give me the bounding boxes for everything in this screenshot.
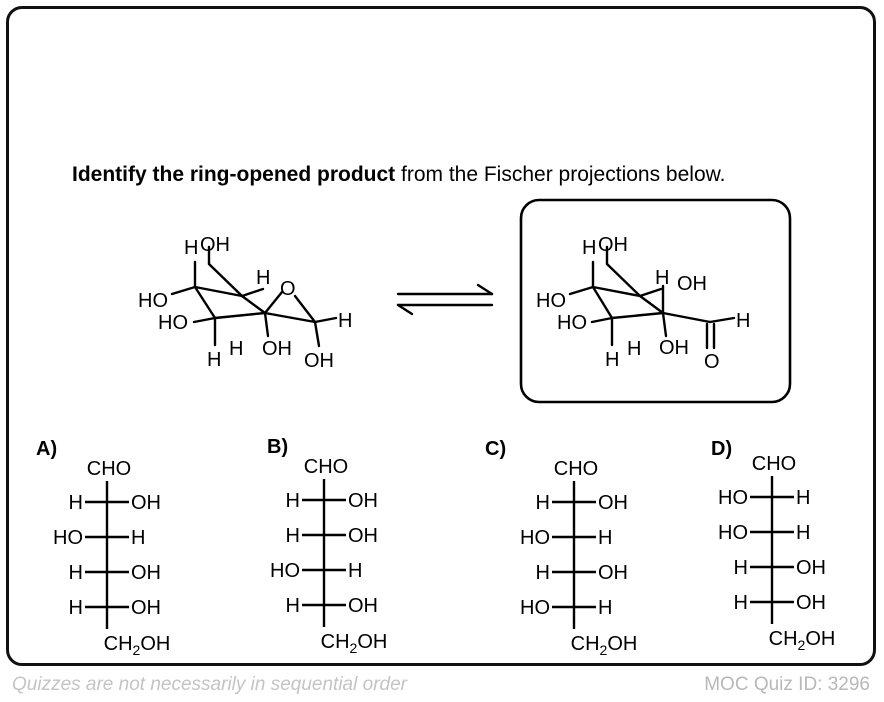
fischer-left-group: H	[286, 595, 300, 617]
question-prompt-rest: from the Fischer projections below.	[395, 163, 726, 186]
ring-label: OH	[200, 234, 230, 256]
ring-labels: H OH HO HO H O H H H OH OH	[138, 234, 352, 372]
fischer-left-group: HO	[718, 522, 748, 544]
fischer-left-group: H	[734, 557, 748, 579]
open-label: OH	[598, 234, 628, 256]
fischer-left-group: HO	[520, 527, 550, 549]
fischer-left-group: H	[69, 562, 83, 584]
quiz-card	[6, 6, 876, 666]
quiz-id: MOC Quiz ID: 3296	[704, 674, 870, 695]
fischer-right-group: OH	[598, 562, 628, 584]
fischer-left-group: H	[69, 492, 83, 514]
fischer-right-group: OH	[131, 492, 161, 514]
fischer-right-group: OH	[598, 492, 628, 514]
fischer-right-group: H	[598, 527, 612, 549]
ring-label: HO	[138, 290, 168, 312]
open-label: HO	[557, 312, 587, 334]
fischer-right-group: OH	[348, 490, 378, 512]
footer-note: Quizzes are not necessarily in sequentia…	[12, 674, 407, 695]
fischer-left-group: HO	[270, 560, 300, 582]
fischer-right-group: OH	[796, 592, 826, 614]
fischer-right-group: OH	[131, 597, 161, 619]
open-label: OH	[677, 273, 707, 295]
question-prompt: Identify the ring-opened product from th…	[72, 163, 725, 187]
open-label: H	[736, 310, 750, 332]
ring-label: HO	[158, 312, 188, 334]
fischer-right-group: H	[598, 597, 612, 619]
fischer-top-group: CHO	[87, 458, 131, 480]
open-label: H	[582, 237, 596, 259]
fischer-right-group: OH	[348, 525, 378, 547]
open-label: O	[704, 351, 720, 373]
fischer-right-group: OH	[796, 557, 826, 579]
fischer-right-group: OH	[131, 562, 161, 584]
highlight-box	[519, 198, 792, 404]
open-labels: H OH HO HO H OH H O H H OH	[536, 234, 750, 373]
fischer-left-group: HO	[520, 597, 550, 619]
open-label: OH	[659, 337, 689, 359]
fischer-right-group: H	[131, 527, 145, 549]
ring-label: H	[184, 237, 198, 259]
fischer-top-group: CHO	[304, 456, 348, 478]
ring-label: OH	[262, 338, 292, 360]
fischer-left-group: H	[286, 525, 300, 547]
fischer-bottom-group: CH2OH	[769, 628, 836, 653]
open-structure	[568, 245, 736, 350]
fischer-left-group: H	[286, 490, 300, 512]
fischer-bottom-group: CH2OH	[104, 633, 171, 658]
fischer-left-group: H	[536, 492, 550, 514]
ring-label: H	[229, 338, 243, 360]
fischer-right-group: H	[796, 522, 810, 544]
fischer-top-group: CHO	[752, 453, 796, 475]
fischer-left-group: HO	[53, 527, 83, 549]
fischer-bottom-group: CH2OH	[571, 633, 638, 658]
ring-label: H	[207, 349, 221, 371]
fischer-top-group: CHO	[554, 458, 598, 480]
fischer-left-group: HO	[718, 487, 748, 509]
fischer-right-group: H	[796, 487, 810, 509]
option-label: C)	[485, 438, 506, 460]
ring-structure	[170, 245, 338, 348]
question-prompt-bold: Identify the ring-opened product	[72, 163, 396, 186]
open-label: H	[605, 349, 619, 371]
option-label: D)	[711, 438, 732, 460]
open-label: H	[655, 267, 669, 289]
option-label: B)	[267, 436, 288, 458]
fischer-left-group: H	[536, 562, 550, 584]
fischer-left-group: H	[734, 592, 748, 614]
ring-label: OH	[304, 350, 334, 372]
fischer-right-group: OH	[348, 595, 378, 617]
fischer-bottom-group: CH2OH	[321, 631, 388, 656]
fischer-left-group: H	[69, 597, 83, 619]
open-label: H	[627, 338, 641, 360]
fischer-right-group: H	[348, 560, 362, 582]
open-label: HO	[536, 290, 566, 312]
ring-label: O	[280, 278, 296, 300]
ring-label: H	[256, 267, 270, 289]
ring-label: H	[338, 310, 352, 332]
option-label: A)	[36, 438, 57, 460]
equilibrium-arrows	[396, 283, 494, 316]
